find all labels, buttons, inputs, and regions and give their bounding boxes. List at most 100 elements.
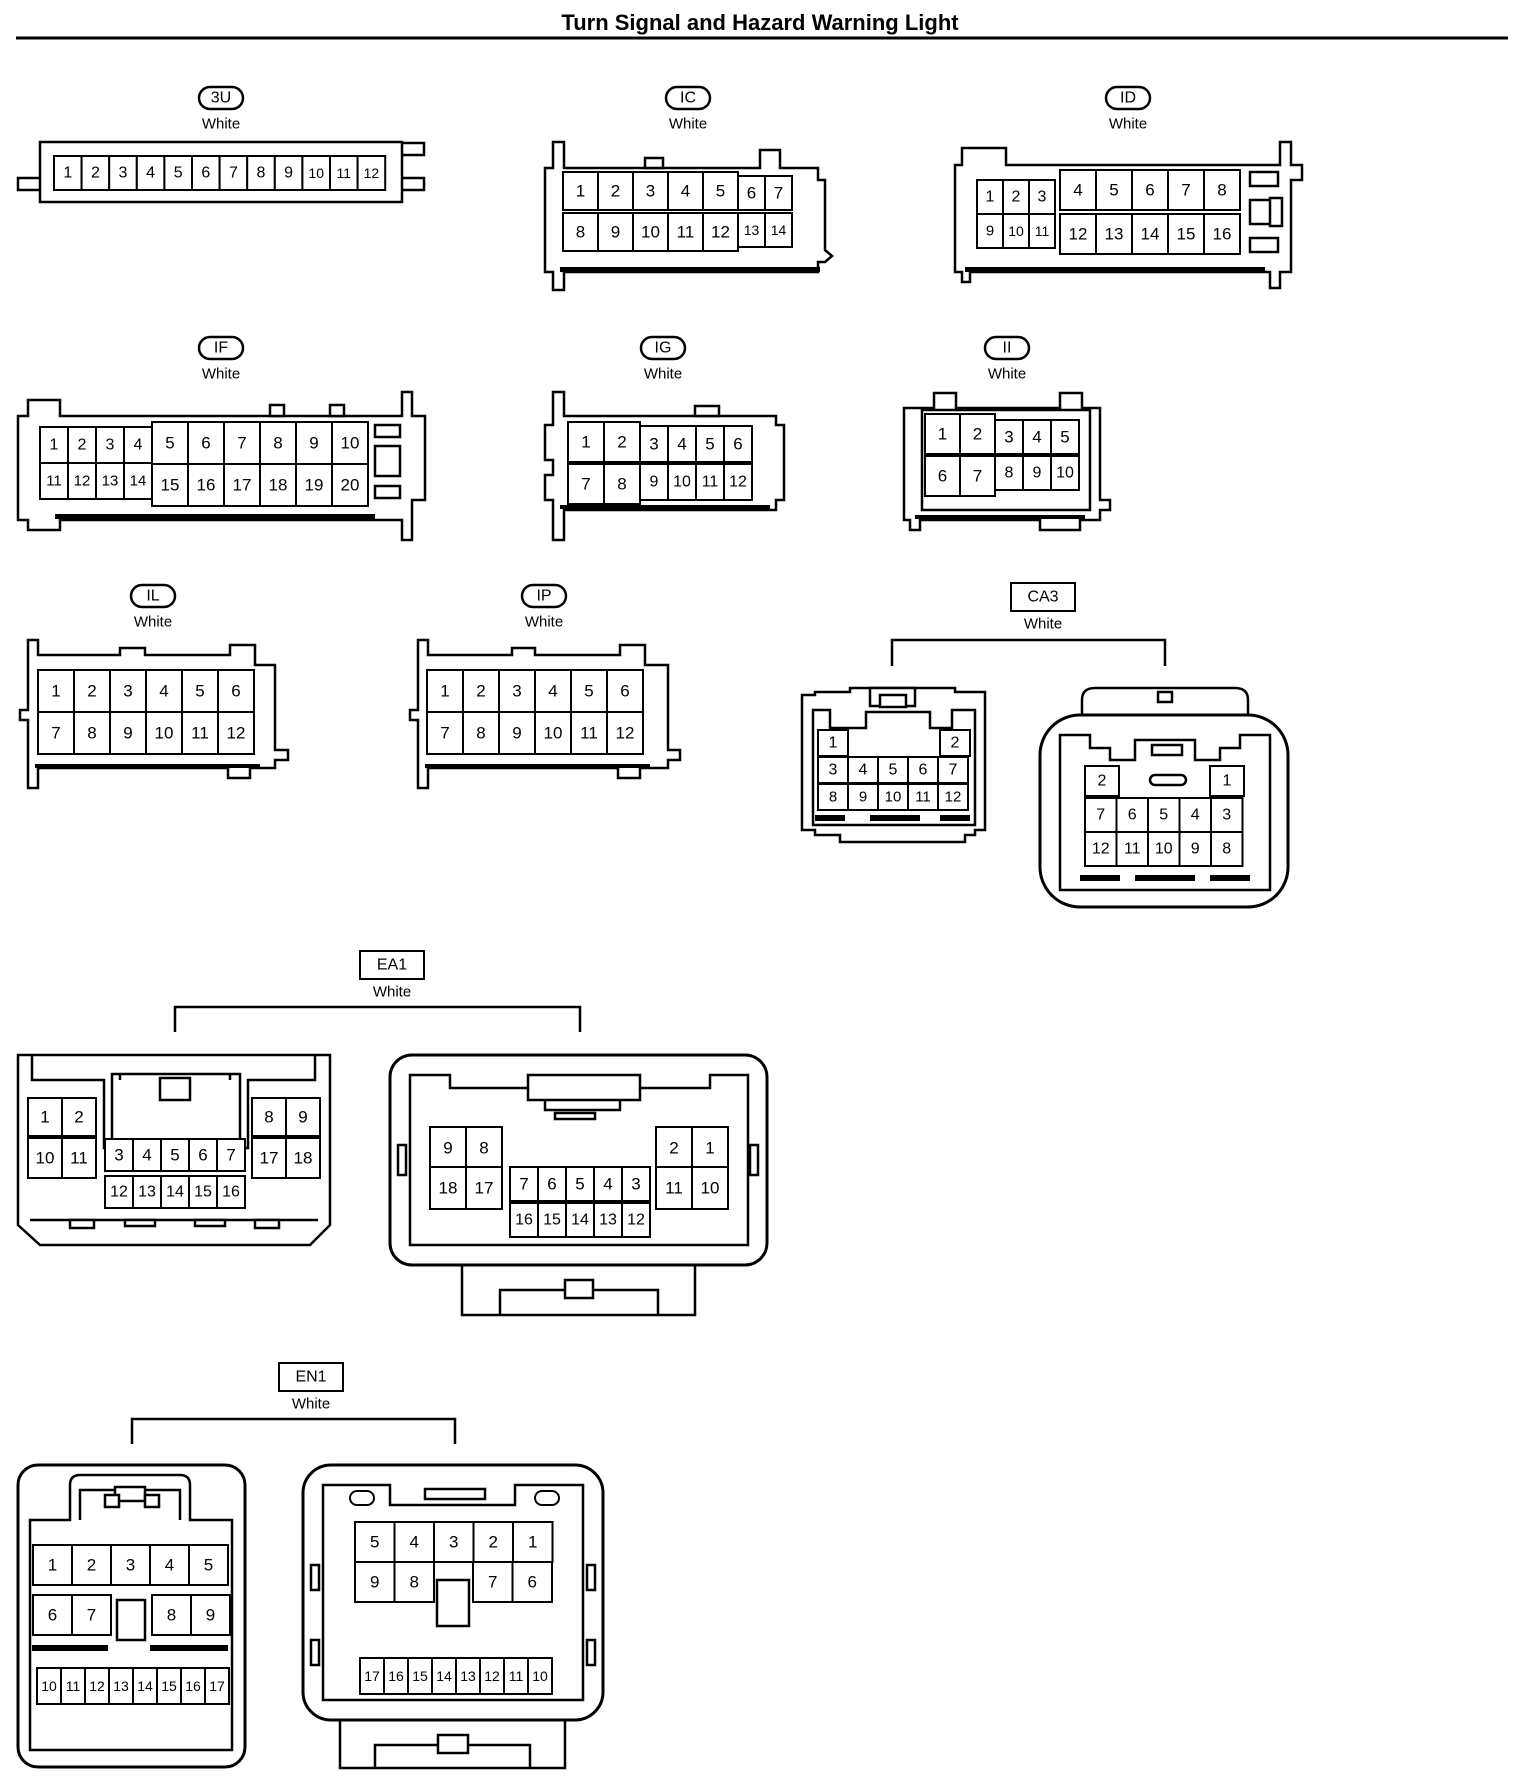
side-key (373, 484, 402, 500)
pin-number: 10 (1008, 223, 1024, 239)
pin-number: 1 (705, 1139, 714, 1158)
pin-cell (632, 171, 669, 211)
pin-number: 2 (973, 425, 982, 444)
connector-code-box (1010, 582, 1076, 612)
pin-number: 3 (449, 1533, 458, 1552)
pin-number: 3 (646, 182, 655, 201)
pin-number: 3 (829, 762, 838, 779)
pin-cell (132, 1175, 162, 1209)
connector-code-box (278, 1362, 344, 1392)
pin-number: 1 (63, 165, 72, 182)
housing-outline (543, 140, 834, 292)
pin-number: 10 (885, 789, 902, 806)
pin-number: 2 (78, 437, 87, 454)
connector-code: IP (536, 588, 551, 605)
pin-cell (959, 455, 996, 497)
pin-cell (847, 783, 879, 811)
pin-cell (132, 1138, 162, 1172)
pin-cell (36, 1667, 62, 1705)
pin-cell (259, 421, 297, 465)
housing-bar (35, 764, 260, 768)
housing-bar (150, 1645, 228, 1651)
pin-cell (1084, 765, 1120, 797)
pin-number: 11 (665, 1179, 683, 1198)
pin-number: 13 (102, 473, 119, 490)
pin-number: 9 (1033, 465, 1042, 482)
pin-number: 7 (488, 1573, 497, 1592)
connector-code-badge (664, 85, 712, 111)
connector-code: II (1003, 340, 1012, 357)
pin-cell (27, 1137, 63, 1179)
pin-number: 4 (548, 682, 557, 701)
pin-number: 8 (167, 1606, 176, 1625)
pin-number: 9 (859, 789, 867, 806)
connector-color: White (1109, 116, 1147, 133)
pin-number: 16 (197, 476, 216, 495)
connector-color: White (202, 116, 240, 133)
pin-number: 2 (951, 735, 960, 752)
pin-number: 16 (388, 1668, 404, 1684)
pin-number: 2 (611, 182, 620, 201)
connector-code-badge (197, 335, 245, 361)
pin-number: 4 (1191, 807, 1200, 824)
pin-number: 14 (436, 1668, 452, 1684)
pin-number: 14 (571, 1212, 589, 1229)
pin-cell (603, 463, 641, 505)
pin-cell (180, 1667, 206, 1705)
pin-number: 16 (515, 1212, 533, 1229)
pin-number: 5 (204, 1556, 213, 1575)
pin-cell (511, 1561, 553, 1603)
pin-number: 19 (305, 476, 324, 495)
center-key (115, 1598, 147, 1642)
pin-cell (462, 669, 500, 713)
pin-cell (1203, 169, 1241, 211)
housing-bar (870, 815, 920, 821)
pin-number: 14 (166, 1184, 184, 1201)
pin-number: 6 (201, 434, 210, 453)
connector-code-badge (639, 335, 687, 361)
pin-number: 4 (677, 435, 686, 454)
connector-color: White (202, 366, 240, 383)
pin-cell (1147, 831, 1181, 867)
pin-number: 8 (87, 724, 96, 743)
housing-bar (1135, 875, 1195, 881)
pin-number: 10 (308, 165, 324, 181)
pin-number: 8 (479, 1139, 488, 1158)
side-slot (585, 1638, 597, 1667)
center-key (543, 1100, 622, 1112)
pin-number: 14 (137, 1678, 153, 1694)
foot (193, 1218, 227, 1228)
pin-cell (639, 425, 669, 463)
pin-number: 18 (294, 1149, 313, 1168)
pin-cell (1203, 213, 1241, 255)
pin-number: 4 (134, 437, 143, 454)
connector-code: IF (214, 340, 228, 357)
housing-outline (800, 686, 987, 844)
side-tab (398, 176, 426, 192)
inner-frame (28, 1473, 234, 1752)
pin-number: 13 (599, 1212, 617, 1229)
pin-number: 8 (257, 165, 266, 182)
pin-cell (1115, 831, 1149, 867)
pin-number: 2 (476, 682, 485, 701)
pin-number: 11 (66, 1678, 81, 1694)
pin-cell (259, 463, 297, 507)
pin-number: 15 (1177, 225, 1196, 244)
pin-cell (621, 1166, 651, 1202)
housing-outline (408, 638, 682, 790)
pin-number: 1 (829, 735, 838, 752)
hood-lines (30, 1055, 317, 1150)
pin-cell (667, 212, 704, 252)
pair-bracket (173, 1005, 582, 1032)
pin-cell (565, 1202, 595, 1238)
pin-number: 9 (611, 223, 620, 242)
pin-cell (67, 462, 97, 500)
pin-number: 6 (938, 467, 947, 486)
pin-number: 7 (1181, 181, 1190, 200)
side-key (1268, 196, 1284, 228)
